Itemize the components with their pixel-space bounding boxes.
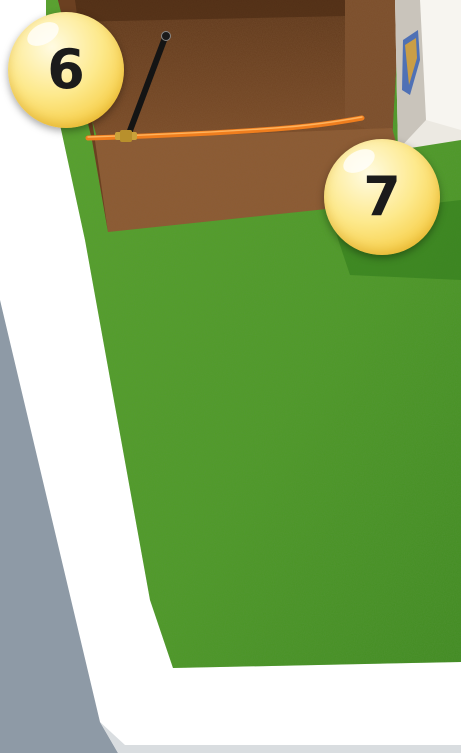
callout-7: 7	[324, 139, 440, 255]
callout-7-label: 7	[363, 170, 401, 224]
callout-6: 6	[8, 12, 124, 128]
callout-6-label: 6	[47, 43, 85, 97]
building-corner	[395, 0, 461, 150]
